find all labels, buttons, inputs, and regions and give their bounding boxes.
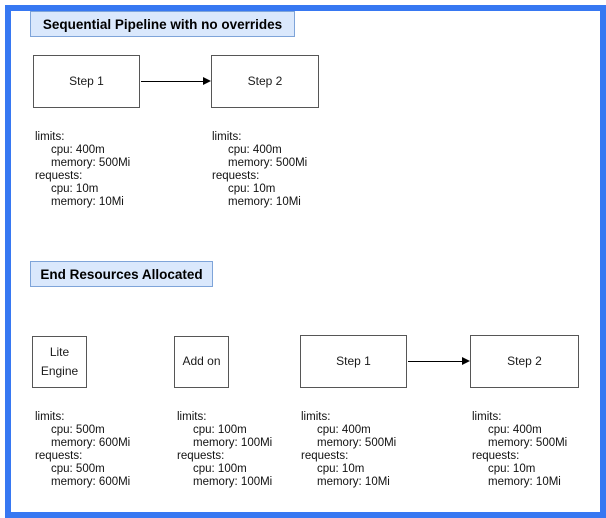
resource-line: memory: 500Mi [317,437,397,449]
resource-line: limits: [301,411,331,423]
resource-line: requests: [177,450,225,462]
resource-line: limits: [35,131,65,143]
section-title-end-resources: End Resources Allocated [30,261,213,287]
arrow-line [141,81,205,82]
resource-block-end-step2: limits: cpu: 400m memory: 500Mi requests… [472,411,567,489]
resource-line: cpu: 100m [193,424,247,436]
resource-line: memory: 10Mi [488,476,561,488]
resource-line: memory: 10Mi [51,196,124,208]
resource-line: cpu: 10m [51,183,99,195]
resource-line: memory: 500Mi [228,157,308,169]
resource-line: limits: [472,411,502,423]
resource-line: cpu: 100m [193,463,247,475]
resource-line: cpu: 400m [228,144,282,156]
resource-line: cpu: 400m [488,424,542,436]
node-add-on-label: Add on [182,354,221,369]
node-step1: Step 1 [33,55,140,108]
arrow-head-icon [462,357,470,365]
arrow-head-icon [203,77,211,85]
resource-line: memory: 600Mi [51,476,131,488]
resource-line: requests: [301,450,349,462]
resource-line: cpu: 400m [317,424,371,436]
node-step2-label: Step 2 [247,73,283,88]
resource-block-pipeline-step2: limits: cpu: 400m memory: 500Mi requests… [212,131,307,209]
node-lite-engine-label: Lite Engine [40,344,79,378]
resource-line: memory: 100Mi [193,476,273,488]
resource-line: memory: 500Mi [51,157,131,169]
node-step1-label: Step 1 [69,73,104,88]
node-end-step1-label: Step 1 [336,353,371,368]
resource-line: memory: 10Mi [317,476,390,488]
resource-line: memory: 100Mi [193,437,273,449]
resource-line: cpu: 10m [488,463,536,475]
resource-line: requests: [472,450,520,462]
arrow-step1-to-step2 [141,77,211,85]
node-end-step2-label: Step 2 [507,353,542,368]
resource-line: requests: [35,450,83,462]
resource-block-lite-engine: limits: cpu: 500m memory: 600Mi requests… [35,411,130,489]
resource-line: requests: [212,170,260,182]
resource-block-add-on: limits: cpu: 100m memory: 100Mi requests… [177,411,272,489]
resource-line: limits: [35,411,65,423]
section-title-pipeline: Sequential Pipeline with no overrides [30,11,295,37]
node-end-step1: Step 1 [300,335,407,388]
node-end-step2: Step 2 [470,335,579,388]
resource-line: cpu: 10m [228,183,276,195]
resource-block-end-step1: limits: cpu: 400m memory: 500Mi requests… [301,411,396,489]
resource-line: memory: 500Mi [488,437,568,449]
resource-line: requests: [35,170,83,182]
resource-line: cpu: 400m [51,144,105,156]
resource-line: memory: 10Mi [228,196,301,208]
arrow-line [408,361,464,362]
resource-line: limits: [177,411,207,423]
resource-line: cpu: 500m [51,463,105,475]
resource-line: memory: 600Mi [51,437,131,449]
resource-line: limits: [212,131,242,143]
node-step2: Step 2 [211,55,319,108]
arrow-end-step1-to-step2 [408,357,470,365]
node-add-on: Add on [174,336,229,388]
node-lite-engine: Lite Engine [32,336,87,388]
resource-line: cpu: 10m [317,463,365,475]
resource-line: cpu: 500m [51,424,105,436]
resource-block-pipeline-step1: limits: cpu: 400m memory: 500Mi requests… [35,131,130,209]
